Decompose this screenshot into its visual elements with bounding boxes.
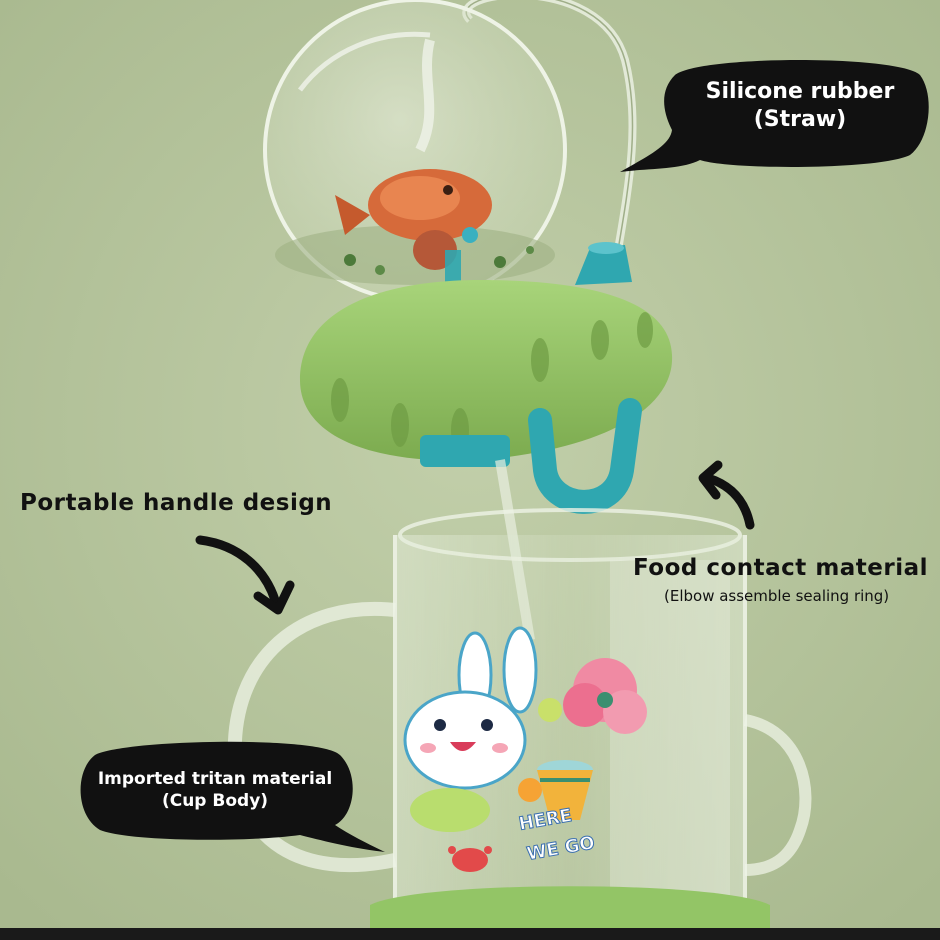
food-sublabel: (Elbow assemble sealing ring) <box>664 587 890 605</box>
straw-label-line1: Silicone rubber <box>705 79 895 104</box>
bunny-illustration <box>403 626 542 832</box>
tritan-label-line1: Imported tritan material <box>97 769 333 789</box>
flower-illustration <box>538 658 647 734</box>
straw-label-line2: (Straw) <box>753 107 847 132</box>
tritan-label: Imported tritan material (Cup Body) <box>80 768 350 812</box>
snow-globe-dome <box>263 0 567 305</box>
straw-label: Silicone rubber (Straw) <box>690 78 910 134</box>
crab-illustration <box>448 846 492 872</box>
straw-speech-bubble <box>620 60 929 172</box>
food-label: Food contact material <box>633 555 929 581</box>
drum-illustration <box>537 760 593 820</box>
tritan-speech-bubble <box>80 741 385 852</box>
tritan-label-line2: (Cup Body) <box>161 791 269 811</box>
handle-label: Portable handle design <box>20 490 333 516</box>
fish-figurine <box>335 169 492 305</box>
bottom-bar <box>0 928 940 940</box>
curved-arrow-up-icon <box>698 460 755 530</box>
green-lid <box>300 280 673 461</box>
curved-arrow-icon <box>195 535 295 615</box>
